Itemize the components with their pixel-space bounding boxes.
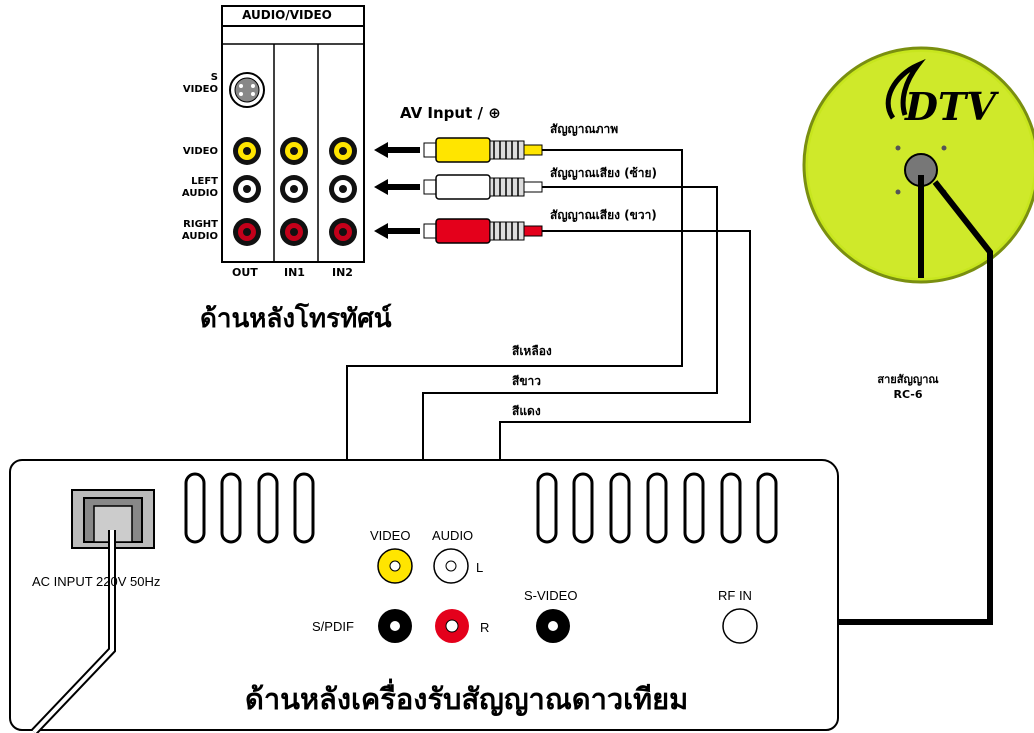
tv-row-label-s-video: S VIDEO <box>182 72 218 95</box>
receiver-back-title: ด้านหลังเครื่องรับสัญญาณดาวเทียม <box>245 682 689 716</box>
tv-col-label-out: OUT <box>232 266 258 279</box>
receiver-video-label: VIDEO <box>370 528 411 543</box>
wire-label-white: สีขาว <box>512 374 542 388</box>
signal-label-audio-left: สัญญาณเสียง (ซ้าย) <box>550 166 658 180</box>
rca-plug-yellow <box>423 137 543 163</box>
receiver-panel <box>9 459 839 731</box>
receiver-audio-l-label: L <box>476 560 484 575</box>
cable-label-line1: สายสัญญาณ <box>877 373 939 386</box>
signal-label-audio-right: สัญญาณเสียง (ขวา) <box>550 208 657 222</box>
cable-label-rc6: RC-6 <box>893 388 923 401</box>
wire-label-yellow: สีเหลือง <box>512 344 552 358</box>
receiver-audio-r-label: R <box>480 620 490 635</box>
vent-slots <box>184 472 778 544</box>
receiver-s-video-jack[interactable] <box>536 609 570 643</box>
rc6-cable <box>750 180 993 625</box>
receiver-rf-in-jack[interactable] <box>722 608 758 644</box>
tv-col-label-in2: IN2 <box>332 266 353 279</box>
power-cord <box>31 530 116 733</box>
dtv-logo-text: DTV <box>904 84 999 129</box>
receiver-audio-label: AUDIO <box>432 528 474 543</box>
tv-left-audio-jacks[interactable] <box>233 175 357 203</box>
tv-back-title: ด้านหลังโทรทัศน์ <box>200 304 392 334</box>
satellite-dish <box>802 46 1034 284</box>
receiver-spdif-jack[interactable] <box>378 609 412 643</box>
receiver-spdif-label: S/PDIF <box>312 619 354 634</box>
ac-input-label: AC INPUT 220V 50Hz <box>32 574 161 589</box>
tv-row-label-video: VIDEO <box>182 146 218 157</box>
receiver-audio-l-jack[interactable] <box>433 548 469 584</box>
arrow-icons <box>374 142 420 239</box>
tv-panel-header: AUDIO/VIDEO <box>242 8 332 22</box>
rca-plug-white <box>423 174 543 200</box>
tv-s-video-jack[interactable] <box>229 72 265 108</box>
signal-label-video: สัญญาณภาพ <box>550 122 619 136</box>
rca-plug-red <box>423 218 543 244</box>
receiver-audio-r-jack[interactable] <box>435 609 469 643</box>
tv-av-panel <box>221 5 365 263</box>
tv-right-audio-jacks[interactable] <box>233 218 357 246</box>
av-input-label: AV Input / ⊕ <box>400 104 501 122</box>
wire-label-red: สีแดง <box>512 404 541 418</box>
tv-row-label-left-audio: LEFT AUDIO <box>181 176 218 199</box>
receiver-s-video-label: S-VIDEO <box>524 588 578 603</box>
tv-col-label-in1: IN1 <box>284 266 305 279</box>
receiver-video-jack[interactable] <box>377 548 413 584</box>
tv-row-label-right-audio: RIGHT AUDIO <box>181 219 218 242</box>
dtv-logo: DTV <box>885 58 999 129</box>
tv-video-jacks[interactable] <box>233 137 357 165</box>
receiver-rf-in-label: RF IN <box>718 588 752 603</box>
